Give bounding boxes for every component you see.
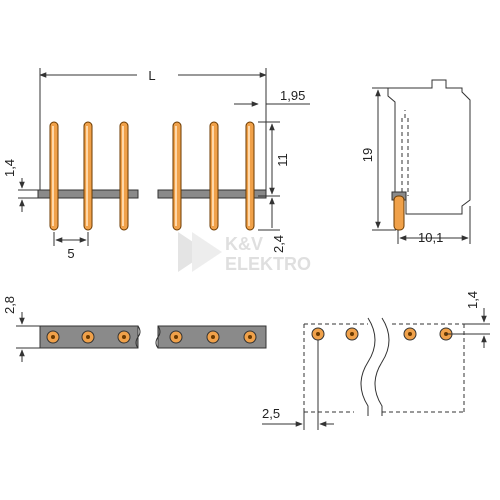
dim-edge-offset: 2,5: [262, 406, 280, 421]
dim-pitch: 5: [67, 246, 74, 261]
dim-height: 19: [360, 148, 375, 162]
dim-hole-offset: 1,4: [465, 291, 480, 309]
hole-icon: [345, 327, 359, 341]
hole-icon: [243, 330, 257, 344]
watermark-mark-icon: [178, 232, 222, 272]
pin: [119, 121, 129, 231]
dim-length: L: [148, 68, 155, 83]
dim-depth: 10,1: [418, 230, 443, 245]
hole-icon: [311, 327, 325, 341]
hole-icon: [403, 327, 417, 341]
hole-icon: [117, 330, 131, 344]
hole-icon: [46, 330, 60, 344]
hole-icon: [81, 330, 95, 344]
dim-offset-top: 1,95: [280, 88, 305, 103]
dim-pin-upper: 11: [275, 153, 290, 167]
front-view: L 1,95: [2, 68, 310, 261]
dim-row-height: 2,8: [2, 296, 17, 314]
hole-icon: [169, 330, 183, 344]
top-holes: [46, 330, 257, 344]
pin: [83, 121, 93, 231]
top-view: 2,8: [2, 296, 267, 362]
side-pin: [393, 195, 405, 231]
pin: [209, 121, 219, 231]
dim-pin-lower: 2,4: [271, 235, 286, 253]
dim-shoulder: 1,4: [2, 159, 17, 177]
hole-icon: [206, 330, 220, 344]
watermark-logo: K&V ELEKTRO: [178, 232, 311, 274]
watermark-line2: ELEKTRO: [225, 254, 311, 274]
pin: [49, 121, 59, 231]
pcb-holes: [311, 327, 453, 341]
side-view: 19 10,1: [360, 79, 471, 245]
watermark-line1: K&V: [225, 234, 263, 254]
pin: [172, 121, 182, 231]
pin: [245, 121, 255, 231]
pcb-layout: 1,4 2,5: [262, 291, 490, 430]
pins-front: [49, 121, 255, 231]
